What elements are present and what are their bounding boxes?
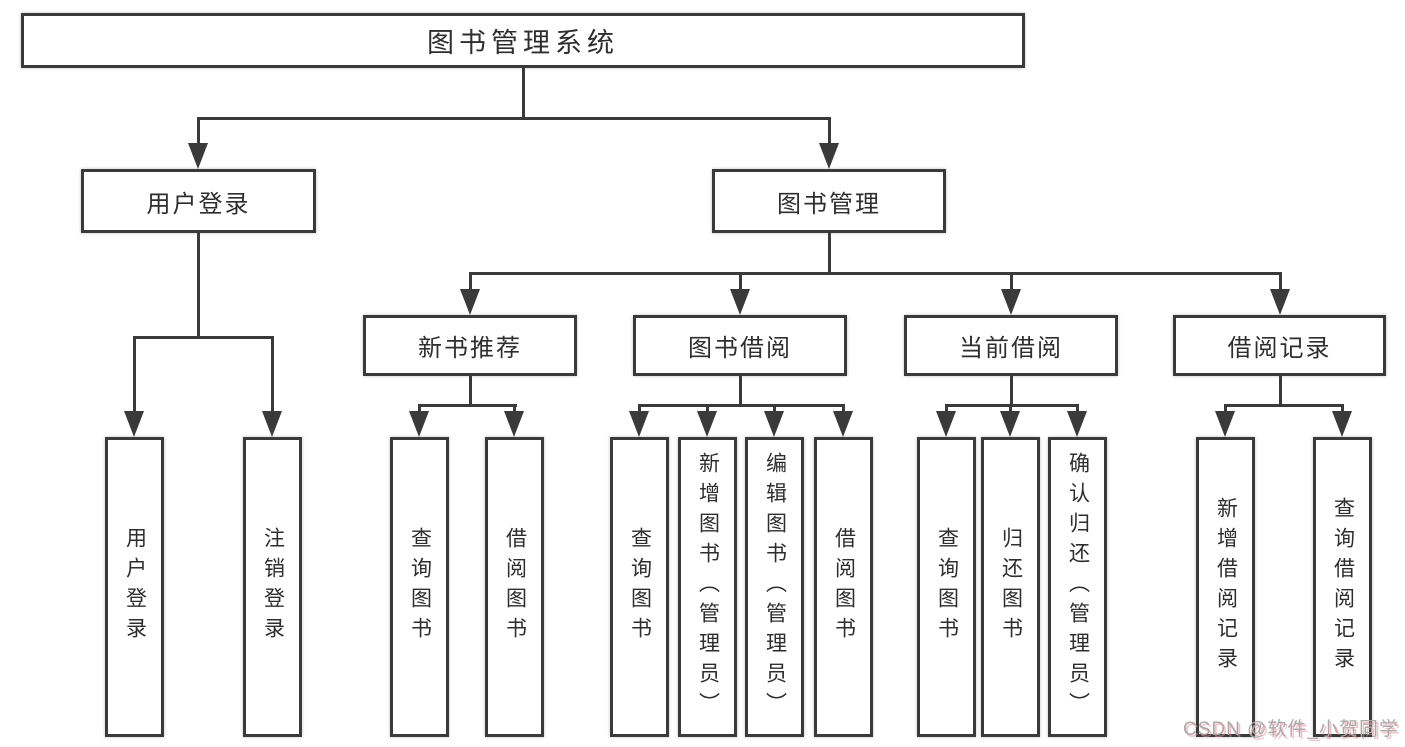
connector-line <box>133 336 273 339</box>
arrow-down-icon <box>1000 411 1020 437</box>
leaf-borrow-book-recommend: 借阅图书 <box>485 437 544 737</box>
arrow-down-icon <box>124 411 144 437</box>
arrow-down-icon <box>819 143 839 169</box>
leaf-query-book-borrow: 查询图书 <box>610 437 669 737</box>
node-current-borrow: 当前借阅 <box>904 315 1118 376</box>
connector-line <box>638 404 641 416</box>
arrow-down-icon <box>1270 289 1290 315</box>
arrow-down-icon <box>262 411 282 437</box>
node-book-management: 图书管理 <box>712 169 946 233</box>
leaf-return-book-label: 归还图书 <box>999 527 1023 647</box>
connector-line <box>945 404 1079 407</box>
connector-line <box>945 404 948 416</box>
connector-line <box>418 404 421 416</box>
leaf-query-book-current: 查询图书 <box>917 437 976 737</box>
leaf-query-book-current-label: 查询图书 <box>935 527 959 647</box>
connector-line <box>828 117 831 147</box>
node-current-borrow-label: 当前借阅 <box>959 335 1063 362</box>
leaf-add-borrow-record-label: 新增借阅记录 <box>1214 497 1238 677</box>
leaf-return-book: 归还图书 <box>981 437 1040 737</box>
connector-line <box>133 336 136 414</box>
connector-line <box>1224 404 1344 407</box>
connector-line <box>638 404 845 407</box>
arrow-down-icon <box>833 411 853 437</box>
node-book-borrow: 图书借阅 <box>633 315 847 376</box>
arrow-down-icon <box>764 411 784 437</box>
csdn-watermark: CSDN @软件_小贺同学 <box>1183 719 1399 740</box>
leaf-query-book-borrow-label: 查询图书 <box>628 527 652 647</box>
leaf-logout-label: 注销登录 <box>261 527 285 647</box>
leaf-add-book-admin: 新增图书（管理员） <box>678 437 737 737</box>
connector-line <box>469 272 1282 275</box>
arrow-down-icon <box>1332 411 1352 437</box>
connector-line <box>842 404 845 416</box>
connector-line <box>197 117 831 120</box>
leaf-query-book-recommend-label: 查询图书 <box>408 527 432 647</box>
connector-line <box>739 272 742 292</box>
leaf-query-borrow-record-label: 查询借阅记录 <box>1331 497 1355 677</box>
connector-line <box>418 404 517 407</box>
node-new-book-recommend-label: 新书推荐 <box>418 335 522 362</box>
connector-line <box>513 404 516 416</box>
leaf-user-login-label: 用户登录 <box>123 527 147 647</box>
leaf-add-borrow-record: 新增借阅记录 <box>1196 437 1255 737</box>
connector-line <box>522 68 525 117</box>
node-book-management-label: 图书管理 <box>777 190 881 218</box>
connector-line <box>1010 376 1013 406</box>
arrow-down-icon <box>936 411 956 437</box>
connector-line <box>1076 404 1079 416</box>
node-borrow-record: 借阅记录 <box>1173 315 1386 376</box>
leaf-borrow-book-recommend-label: 借阅图书 <box>503 527 527 647</box>
leaf-confirm-return-admin-label: 确认归还（管理员） <box>1066 452 1090 722</box>
connector-line <box>197 233 200 336</box>
connector-line <box>706 404 709 416</box>
leaf-user-login: 用户登录 <box>105 437 164 737</box>
node-root-label: 图书管理系统 <box>427 28 619 58</box>
connector-line <box>739 376 742 406</box>
arrow-down-icon <box>697 411 717 437</box>
node-borrow-record-label: 借阅记录 <box>1227 335 1332 362</box>
leaf-borrow-book: 借阅图书 <box>814 437 873 737</box>
connector-line <box>271 336 274 414</box>
arrow-down-icon <box>460 289 480 315</box>
leaf-add-book-admin-label: 新增图书（管理员） <box>696 452 720 722</box>
connector-line <box>1279 272 1282 292</box>
leaf-query-book-recommend: 查询图书 <box>390 437 449 737</box>
leaf-query-borrow-record: 查询借阅记录 <box>1313 437 1372 737</box>
leaf-logout: 注销登录 <box>243 437 302 737</box>
connector-line <box>1341 404 1344 416</box>
node-user-login-label: 用户登录 <box>146 190 251 218</box>
arrow-down-icon <box>1215 411 1235 437</box>
connector-line <box>469 376 472 406</box>
connector-line <box>1279 376 1282 406</box>
connector-line <box>1009 404 1012 416</box>
arrow-down-icon <box>629 411 649 437</box>
node-root-system: 图书管理系统 <box>21 13 1025 68</box>
connector-line <box>197 117 200 147</box>
leaf-confirm-return-admin: 确认归还（管理员） <box>1048 437 1107 737</box>
leaf-edit-book-admin: 编辑图书（管理员） <box>745 437 804 737</box>
connector-line <box>469 272 472 292</box>
node-book-borrow-label: 图书借阅 <box>688 335 792 362</box>
node-new-book-recommend: 新书推荐 <box>363 315 577 376</box>
arrow-down-icon <box>188 143 208 169</box>
arrow-down-icon <box>730 289 750 315</box>
arrow-down-icon <box>504 411 524 437</box>
connector-line <box>828 233 831 274</box>
leaf-edit-book-admin-label: 编辑图书（管理员） <box>763 452 787 722</box>
arrow-down-icon <box>1001 289 1021 315</box>
arrow-down-icon <box>1067 411 1087 437</box>
connector-line <box>1224 404 1227 416</box>
leaf-borrow-book-label: 借阅图书 <box>832 527 856 647</box>
connector-line <box>1010 272 1013 292</box>
arrow-down-icon <box>409 411 429 437</box>
node-user-login: 用户登录 <box>81 169 316 233</box>
connector-line <box>773 404 776 416</box>
